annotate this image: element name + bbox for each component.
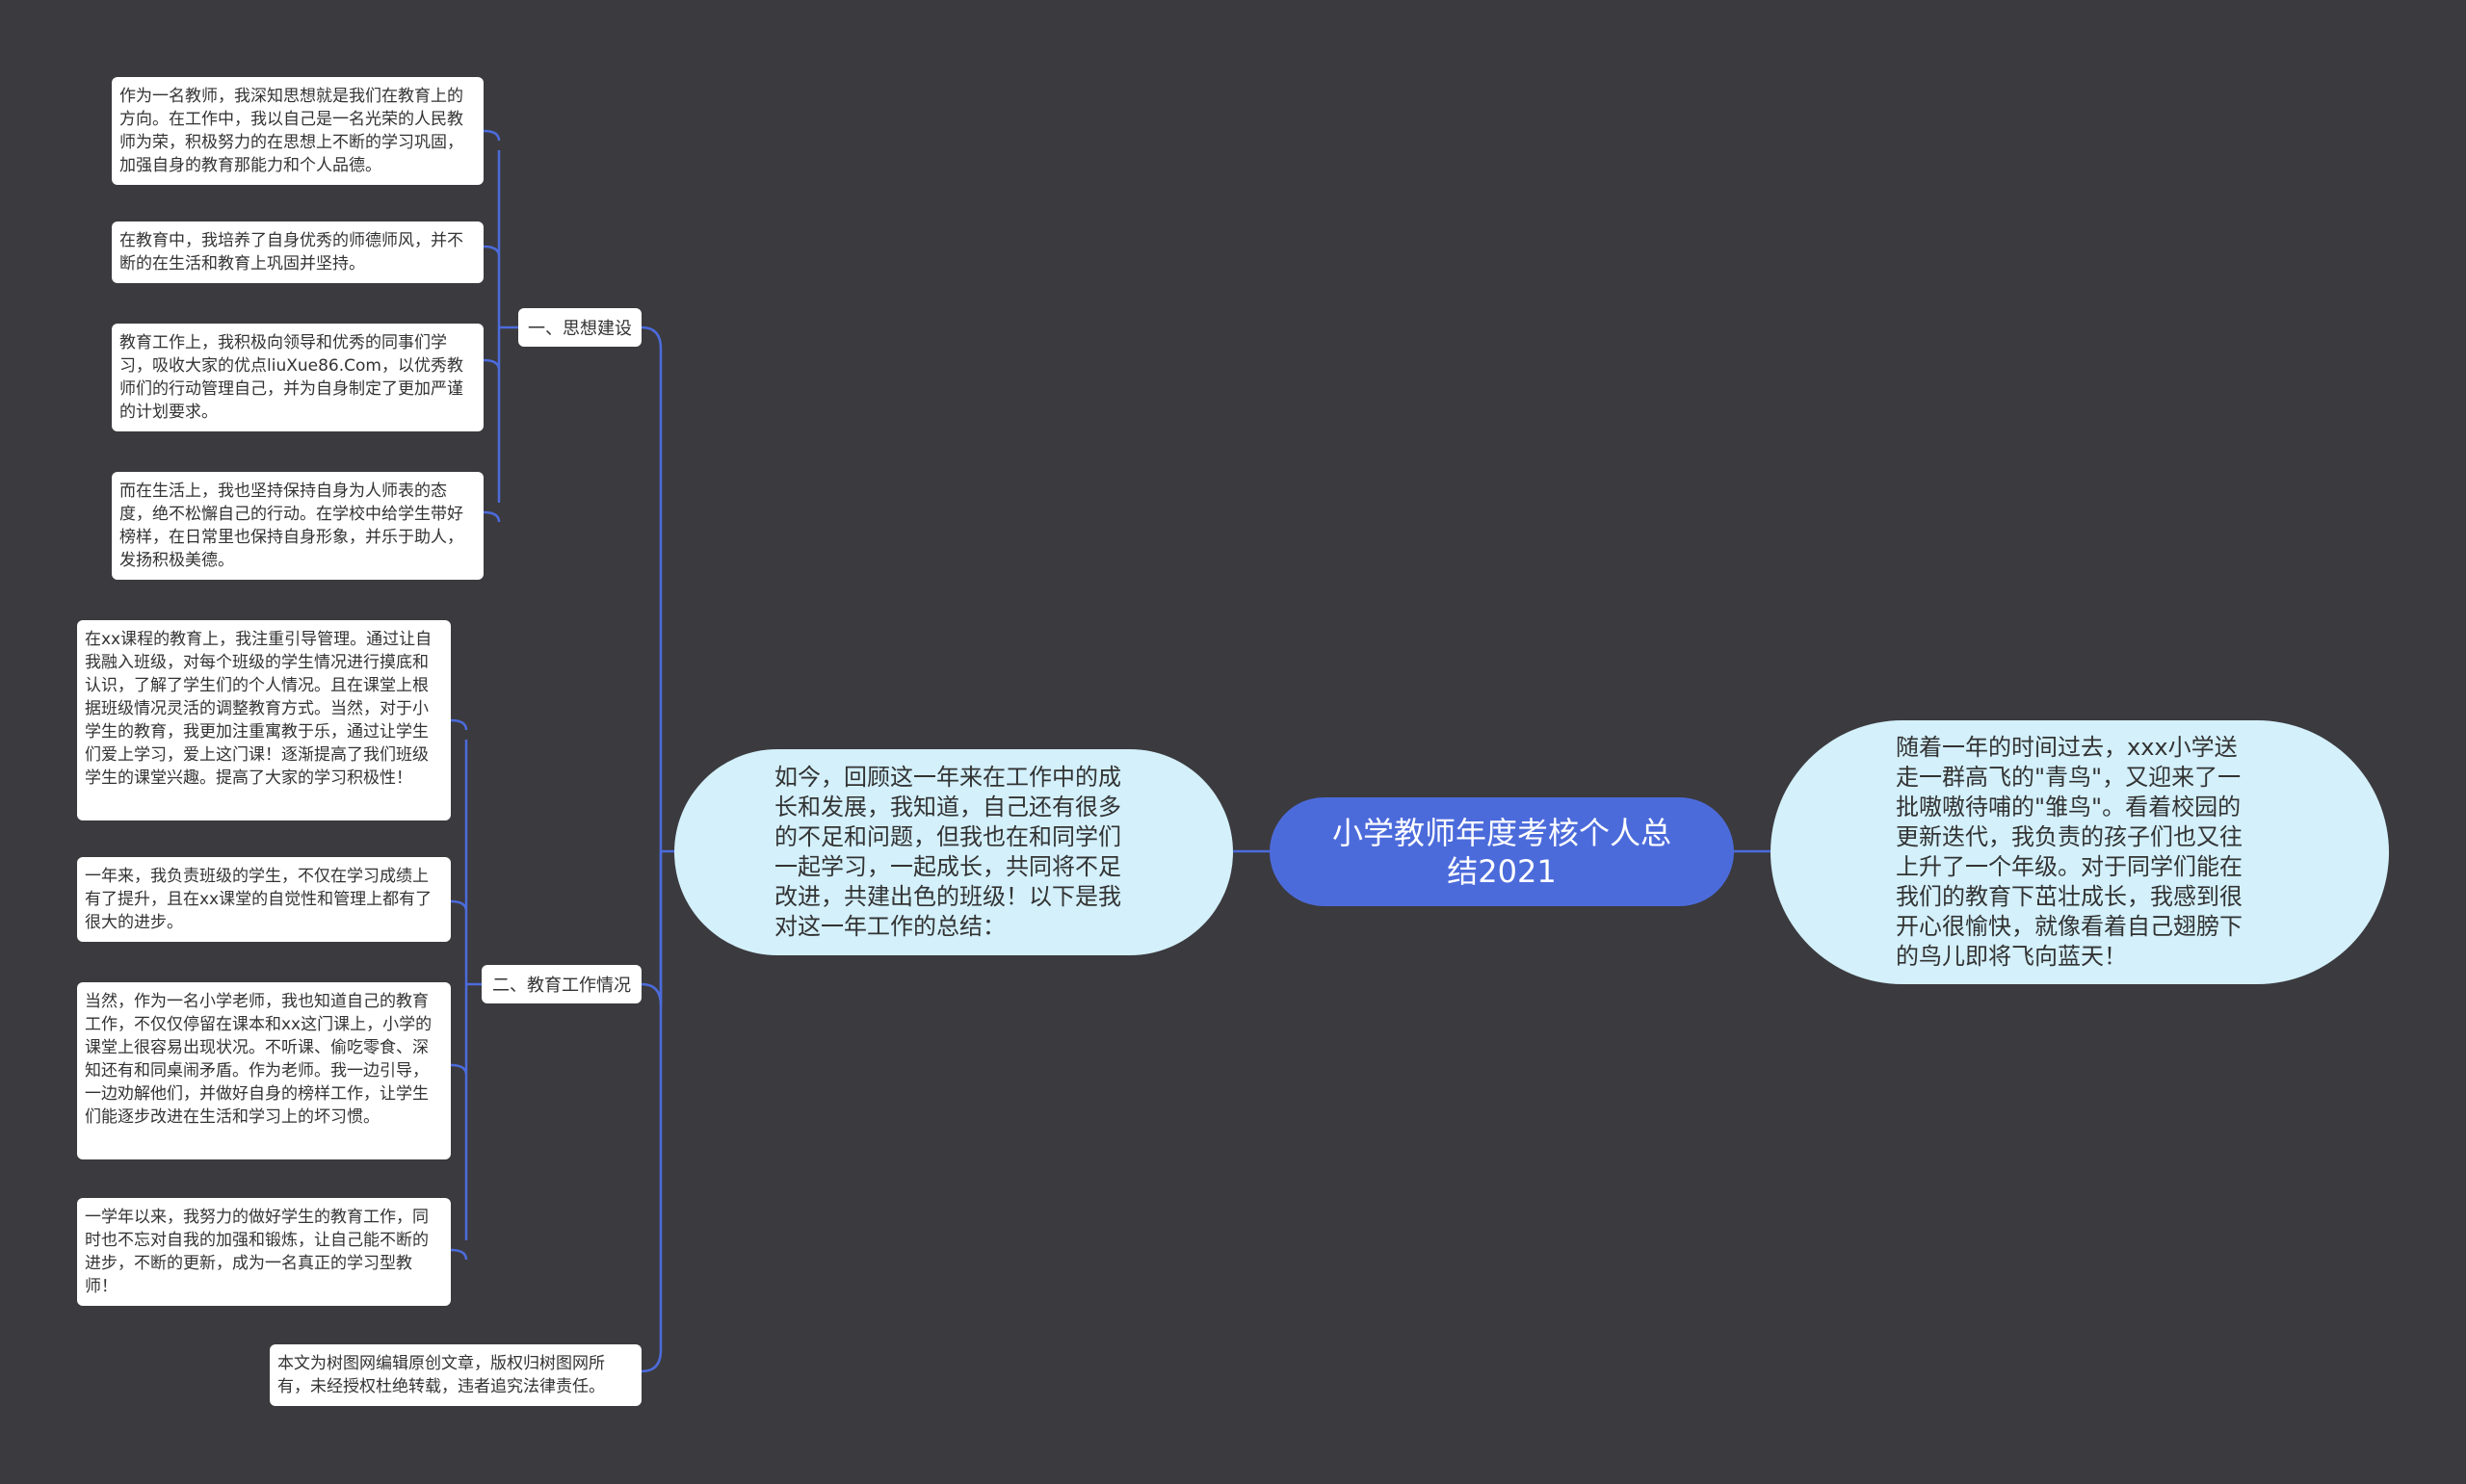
root-node[interactable]: 小学教师年度考核个人总结2021 [1270,797,1734,906]
teaching-item-2-text: 一年来，我负责班级的学生，不仅在学习成绩上有了提升，且在xx课堂的自觉性和管理上… [85,867,433,932]
teaching-item-2[interactable]: 一年来，我负责班级的学生，不仅在学习成绩上有了提升，且在xx课堂的自觉性和管理上… [77,857,451,942]
branch-ideology[interactable]: 一、思想建设 [518,308,642,347]
connector-trunk-branch1 [641,325,663,851]
root-title: 小学教师年度考核个人总结2021 [1331,814,1671,890]
ideology-item-3-text: 教育工作上，我积极向领导和优秀的同事们学习，吸收大家的优点liuXue86.Co… [119,333,463,422]
teaching-item-3[interactable]: 当然，作为一名小学老师，我也知道自己的教育工作，不仅仅停留在课本和xx这门课上，… [77,982,451,1159]
ideology-item-2-text: 在教育中，我培养了自身优秀的师德师风，并不断的在生活和教育上巩固并坚持。 [119,231,463,273]
right-summary-text: 随着一年的时间过去，xxx小学送走一群高飞的"青鸟"，又迎来了一批嗷嗷待哺的"雏… [1896,734,2243,970]
connector-trunk-copyright [641,851,663,1373]
intro-text: 如今，回顾这一年来在工作中的成长和发展，我知道，自己还有很多的不足和问题，但我也… [774,764,1121,940]
ideology-item-1[interactable]: 作为一名教师，我深知思想就是我们在教育上的方向。在工作中，我以自己是一名光荣的人… [112,77,484,185]
intro-bubble[interactable]: 如今，回顾这一年来在工作中的成长和发展，我知道，自己还有很多的不足和问题，但我也… [674,749,1233,955]
ideology-item-4[interactable]: 而在生活上，我也坚持保持自身为人师表的态度，绝不松懈自己的行动。在学校中给学生带… [112,472,484,580]
ideology-item-2[interactable]: 在教育中，我培养了自身优秀的师德师风，并不断的在生活和教育上巩固并坚持。 [112,221,484,283]
right-summary-bubble[interactable]: 随着一年的时间过去，xxx小学送走一群高飞的"青鸟"，又迎来了一批嗷嗷待哺的"雏… [1771,720,2389,984]
connector-branch1-bracket [483,129,518,523]
branch-teaching[interactable]: 二、教育工作情况 [482,965,642,1003]
connector-trunk-branch2 [641,851,663,1006]
ideology-item-4-text: 而在生活上，我也坚持保持自身为人师表的态度，绝不松懈自己的行动。在学校中给学生带… [119,482,463,570]
branch-teaching-label: 二、教育工作情况 [492,976,631,996]
teaching-item-4[interactable]: 一学年以来，我努力的做好学生的教育工作，同时也不忘对自我的加强和锻炼，让自己能不… [77,1198,451,1306]
teaching-item-4-text: 一学年以来，我努力的做好学生的教育工作，同时也不忘对自我的加强和锻炼，让自己能不… [85,1208,429,1296]
teaching-item-1-text: 在xx课程的教育上，我注重引导管理。通过让自我融入班级，对每个班级的学生情况进行… [85,630,433,788]
branch-ideology-label: 一、思想建设 [528,319,632,339]
copyright-text: 本文为树图网编辑原创文章，版权归树图网所有，未经授权杜绝转载，违者追究法律责任。 [277,1354,605,1396]
connector-branch2-bracket [450,718,482,1261]
teaching-item-3-text: 当然，作为一名小学老师，我也知道自己的教育工作，不仅仅停留在课本和xx这门课上，… [85,992,433,1127]
ideology-item-1-text: 作为一名教师，我深知思想就是我们在教育上的方向。在工作中，我以自己是一名光荣的人… [119,87,463,175]
teaching-item-1[interactable]: 在xx课程的教育上，我注重引导管理。通过让自我融入班级，对每个班级的学生情况进行… [77,620,451,820]
copyright-note[interactable]: 本文为树图网编辑原创文章，版权归树图网所有，未经授权杜绝转载，违者追究法律责任。 [270,1344,642,1406]
ideology-item-3[interactable]: 教育工作上，我积极向领导和优秀的同事们学习，吸收大家的优点liuXue86.Co… [112,324,484,431]
